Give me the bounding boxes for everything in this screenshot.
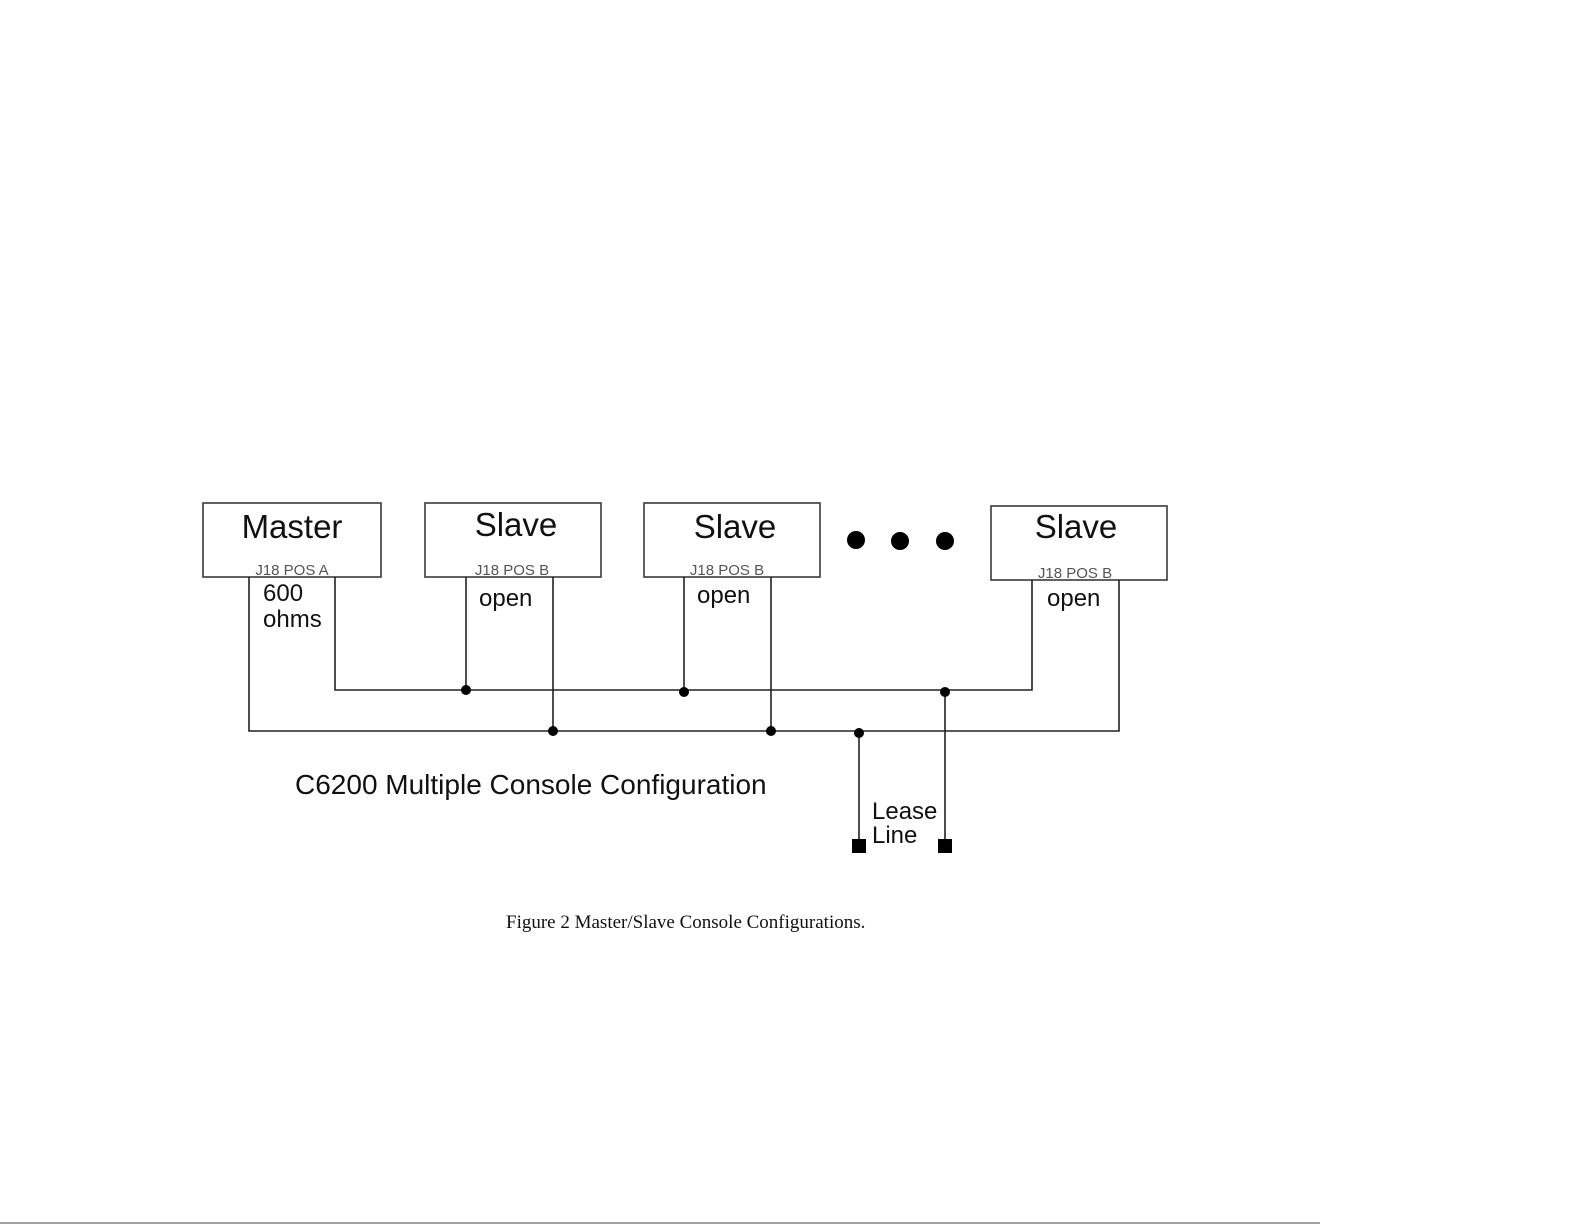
termination-label-master-line-1: 600 — [263, 580, 303, 607]
console-slave-2: Slave J18 POS B — [644, 503, 820, 579]
junction-dot — [461, 685, 471, 695]
jumper-label: J18 POS B — [1038, 565, 1112, 582]
console-role-label: Slave — [475, 506, 558, 543]
jumper-label: J18 POS B — [475, 562, 549, 579]
console-role-label: Slave — [694, 508, 777, 545]
jumper-label: J18 POS A — [255, 562, 328, 579]
console-role-label: Master — [242, 508, 343, 545]
lease-line-terminal — [938, 839, 952, 853]
termination-label-slave-3: open — [1047, 585, 1100, 612]
console-slave-3: Slave J18 POS B — [991, 506, 1167, 582]
termination-label-slave-1: open — [479, 585, 532, 612]
ellipsis-dots — [847, 531, 954, 550]
lease-line-label-line-2: Line — [872, 822, 917, 849]
console-slave-1: Slave J18 POS B — [425, 503, 601, 579]
jumper-label: J18 POS B — [690, 562, 764, 579]
ellipsis-dot — [936, 532, 954, 550]
termination-label-slave-2: open — [697, 582, 750, 609]
junction-dot — [854, 728, 864, 738]
console-role-label: Slave — [1035, 508, 1118, 545]
lease-line-terminal — [852, 839, 866, 853]
figure-caption: Figure 2 Master/Slave Console Configurat… — [506, 912, 865, 933]
console-master: Master J18 POS A — [203, 503, 381, 579]
junction-dot — [940, 687, 950, 697]
ellipsis-dot — [891, 532, 909, 550]
diagram-title: C6200 Multiple Console Configuration — [295, 769, 767, 800]
junction-dot — [548, 726, 558, 736]
junction-dot — [679, 687, 689, 697]
ellipsis-dot — [847, 531, 865, 549]
junction-nodes — [461, 685, 950, 738]
termination-label-master-line-2: ohms — [263, 606, 322, 633]
lease-line-label-line-1: Lease — [872, 798, 937, 825]
junction-dot — [766, 726, 776, 736]
